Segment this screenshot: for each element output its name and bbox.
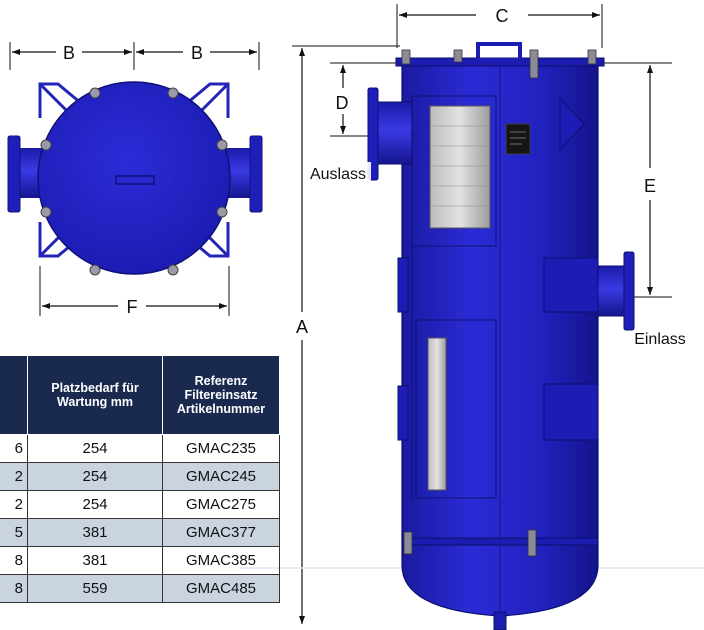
outlet-label: Auslass	[310, 166, 366, 183]
dim-label-a: A	[296, 317, 308, 337]
dim-label-d: D	[336, 93, 349, 113]
inlet-pipe	[595, 265, 627, 317]
spec-table: Platzbedarf für Wartung mm Referenz Filt…	[0, 355, 280, 603]
table-row: 8 559 GMAC485	[0, 574, 280, 603]
cell-cut: 2	[0, 462, 28, 491]
inlet-flange	[623, 251, 635, 331]
cell-cut: 6	[0, 434, 28, 463]
side-lugs	[397, 96, 599, 441]
lid-lifting-handle	[476, 42, 522, 62]
cell-ref: GMAC245	[162, 462, 280, 491]
filter-cartridge-lower	[427, 337, 447, 491]
cell-service: 254	[27, 462, 163, 491]
cell-cut: 8	[0, 546, 28, 575]
cell-cut: 2	[0, 490, 28, 519]
bottom-flange	[401, 537, 599, 546]
dim-label-b-right: B	[191, 43, 203, 63]
col-header-service-space: Platzbedarf für Wartung mm	[27, 355, 163, 435]
cell-ref: GMAC485	[162, 574, 280, 603]
cell-service: 381	[27, 518, 163, 547]
inlet-label: Einlass	[634, 331, 686, 348]
cell-ref: GMAC377	[162, 518, 280, 547]
dim-label-c: C	[496, 6, 509, 26]
lid-clamps	[401, 49, 597, 557]
dim-label-b-left: B	[63, 43, 75, 63]
lid-disc	[37, 81, 231, 275]
top-view: B B	[7, 42, 263, 317]
table-row: 5 381 GMAC377	[0, 518, 280, 547]
dim-label-e: E	[644, 176, 656, 196]
outlet-flange	[367, 87, 379, 181]
dim-label-f: F	[127, 297, 138, 317]
cell-cut: 8	[0, 574, 28, 603]
filter-cartridge-upper	[429, 105, 491, 229]
left-flange	[7, 135, 21, 213]
side-view: C A D E	[240, 4, 704, 630]
cell-service: 559	[27, 574, 163, 603]
name-plate	[505, 123, 531, 155]
col-header-0	[0, 355, 28, 435]
outlet-pipe	[373, 101, 413, 165]
table-row: 8 381 GMAC385	[0, 546, 280, 575]
cell-ref: GMAC385	[162, 546, 280, 575]
col-header-element-ref: Referenz Filtereinsatz Artikelnummer	[162, 355, 280, 435]
right-flange	[249, 135, 263, 213]
cell-cut: 5	[0, 518, 28, 547]
cell-ref: GMAC275	[162, 490, 280, 519]
lid-bolts	[40, 87, 228, 276]
lid-handle	[115, 175, 155, 185]
table-row: 2 254 GMAC245	[0, 462, 280, 491]
cell-service: 254	[27, 490, 163, 519]
cell-service: 381	[27, 546, 163, 575]
table-row: 6 254 GMAC235	[0, 434, 280, 463]
drain-outlet	[493, 611, 507, 630]
cell-ref: GMAC235	[162, 434, 280, 463]
table-row: 2 254 GMAC275	[0, 490, 280, 519]
cell-service: 254	[27, 434, 163, 463]
